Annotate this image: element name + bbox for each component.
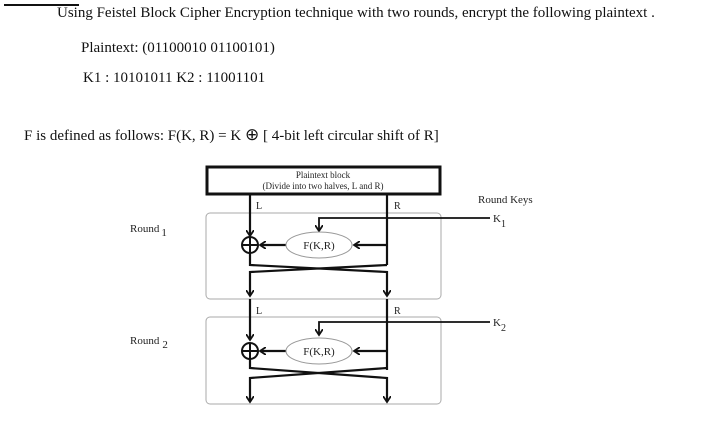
block-title: Plaintext block bbox=[296, 170, 351, 180]
cross-l-to-r-2 bbox=[248, 359, 387, 402]
l-label-1: L bbox=[256, 201, 262, 212]
round1-box bbox=[205, 212, 442, 300]
xor-icon bbox=[241, 342, 259, 360]
cross-r-to-l-1 bbox=[250, 263, 388, 296]
cropped-heading-underline bbox=[4, 0, 79, 6]
f-definition: F is defined as follows: F(K, R) = K ⊕ [… bbox=[24, 125, 439, 145]
k2-label: K2 bbox=[493, 317, 506, 334]
round-keys-label: Round Keys bbox=[478, 194, 533, 206]
xor-icon: ⊕ bbox=[244, 125, 260, 144]
block-subtitle: (Divide into two halves, L and R) bbox=[263, 181, 384, 191]
plaintext-line: Plaintext: (01100010 01100101) bbox=[81, 40, 275, 56]
k2-line bbox=[319, 321, 490, 335]
f-definition-suffix: [ 4-bit left circular shift of R] bbox=[262, 128, 439, 144]
k1-line bbox=[319, 217, 490, 231]
f-function-2 bbox=[285, 337, 353, 365]
plaintext-block bbox=[205, 165, 442, 196]
question-intro: Using Feistel Block Cipher Encryption te… bbox=[57, 5, 655, 21]
f-definition-prefix: F is defined as follows: F(K, R) = K bbox=[24, 128, 242, 144]
k1-label: K1 bbox=[493, 213, 506, 230]
l-label-2: L bbox=[256, 306, 262, 317]
f-function-1 bbox=[285, 231, 353, 259]
f-label-1: F(K,R) bbox=[303, 240, 335, 252]
round2-box bbox=[205, 316, 442, 405]
xor-icon bbox=[241, 236, 259, 254]
cross-l-to-r-1 bbox=[248, 253, 387, 296]
r-label-2: R bbox=[394, 306, 401, 317]
r-label-1: R bbox=[394, 201, 401, 212]
cross-r-to-l-2 bbox=[250, 366, 388, 402]
keys-line: K1 : 10101011 K2 : 11001101 bbox=[83, 70, 266, 86]
f-label-2: F(K,R) bbox=[303, 346, 335, 358]
